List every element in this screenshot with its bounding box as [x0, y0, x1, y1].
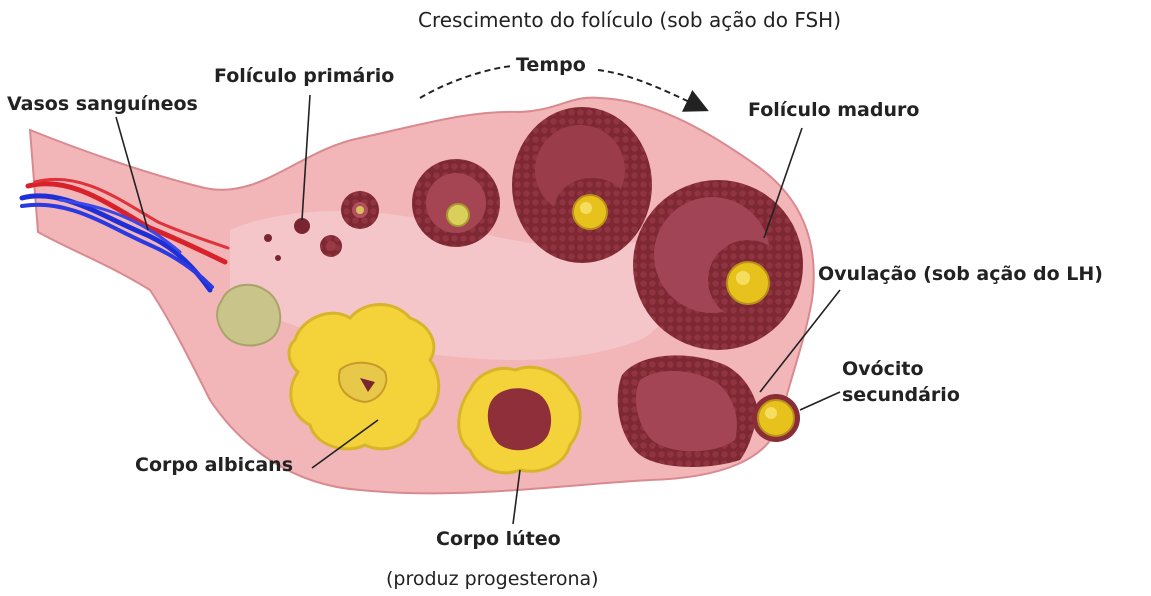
label-ovocito: Ovócito: [842, 357, 924, 381]
growing-follicle: [412, 159, 500, 247]
corpus-albicans-small: [217, 285, 280, 346]
antral-follicle: [512, 107, 652, 263]
mature-follicle: [633, 180, 803, 350]
label-secundario: secundário: [842, 383, 960, 407]
label-corpo-luteo: Corpo lúteo: [436, 527, 561, 551]
label-corpo-albicans: Corpo albicans: [135, 453, 293, 477]
secondary-oocyte: [752, 394, 800, 442]
label-produz-progesterona: (produz progesterona): [386, 567, 599, 591]
corpus-luteum: [459, 367, 580, 473]
label-foliculo-maduro: Folículo maduro: [748, 98, 919, 122]
label-vasos-sanguineos: Vasos sanguíneos: [7, 92, 198, 116]
label-foliculo-primario: Folículo primário: [214, 64, 394, 88]
diagram-title: Crescimento do folículo (sob ação do FSH…: [418, 8, 841, 32]
label-tempo: Tempo: [516, 53, 586, 77]
label-ovulacao: Ovulação (sob ação do LH): [818, 262, 1103, 286]
